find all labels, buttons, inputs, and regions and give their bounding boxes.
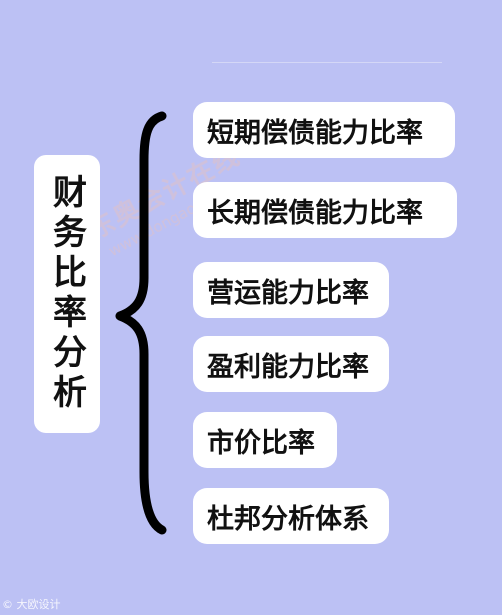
node-market-value: 市价比率	[193, 412, 337, 468]
node-operating-capacity: 营运能力比率	[193, 262, 389, 318]
node-label: 盈利能力比率	[207, 351, 369, 383]
root-node-label: 财务比率分析	[46, 174, 87, 414]
node-label: 短期偿债能力比率	[207, 117, 423, 149]
node-label: 杜邦分析体系	[207, 503, 369, 535]
node-short-term-solvency: 短期偿债能力比率	[193, 102, 455, 158]
node-label: 长期偿债能力比率	[207, 197, 423, 229]
node-label: 市价比率	[207, 427, 315, 459]
top-divider-line	[212, 62, 442, 63]
root-node: 财务比率分析	[34, 155, 100, 433]
node-profitability: 盈利能力比率	[193, 336, 389, 392]
node-dupont-analysis: 杜邦分析体系	[193, 488, 389, 544]
node-long-term-solvency: 长期偿债能力比率	[193, 182, 457, 238]
curly-brace-icon	[115, 111, 167, 535]
node-label: 营运能力比率	[207, 277, 369, 309]
corner-watermark: © 大欧设计	[2, 598, 61, 611]
